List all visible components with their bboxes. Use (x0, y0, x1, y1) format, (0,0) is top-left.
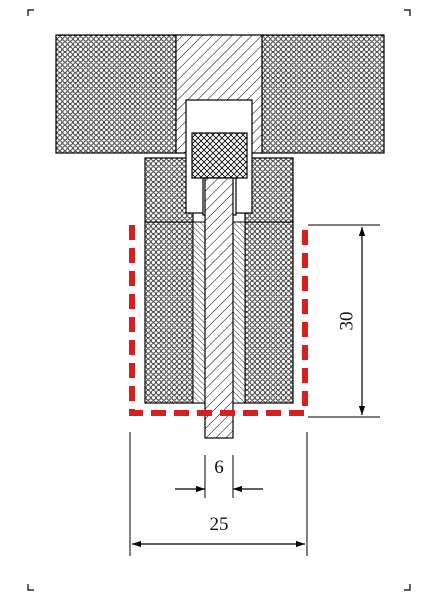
highlight-frame (129, 225, 308, 416)
body-right-sleeve (232, 221, 246, 404)
inner-width-dimension-label: 6 (214, 457, 224, 478)
outer-width-dimension: 25 (129, 432, 308, 556)
woven-plug (191, 132, 248, 179)
height-dimension: 30 (308, 224, 380, 418)
top-cap-right-insulation (261, 34, 385, 154)
page-corner-marks (27, 9, 411, 591)
inner-assembly (185, 99, 253, 439)
top-cap-left-insulation (55, 34, 177, 154)
height-dimension-label: 30 (336, 312, 357, 331)
inner-width-dimension: 6 (175, 455, 263, 498)
body-left-sleeve (192, 221, 206, 404)
outer-width-dimension-label: 25 (210, 514, 229, 535)
body-left-insulation (144, 157, 194, 404)
central-rod (204, 177, 234, 439)
